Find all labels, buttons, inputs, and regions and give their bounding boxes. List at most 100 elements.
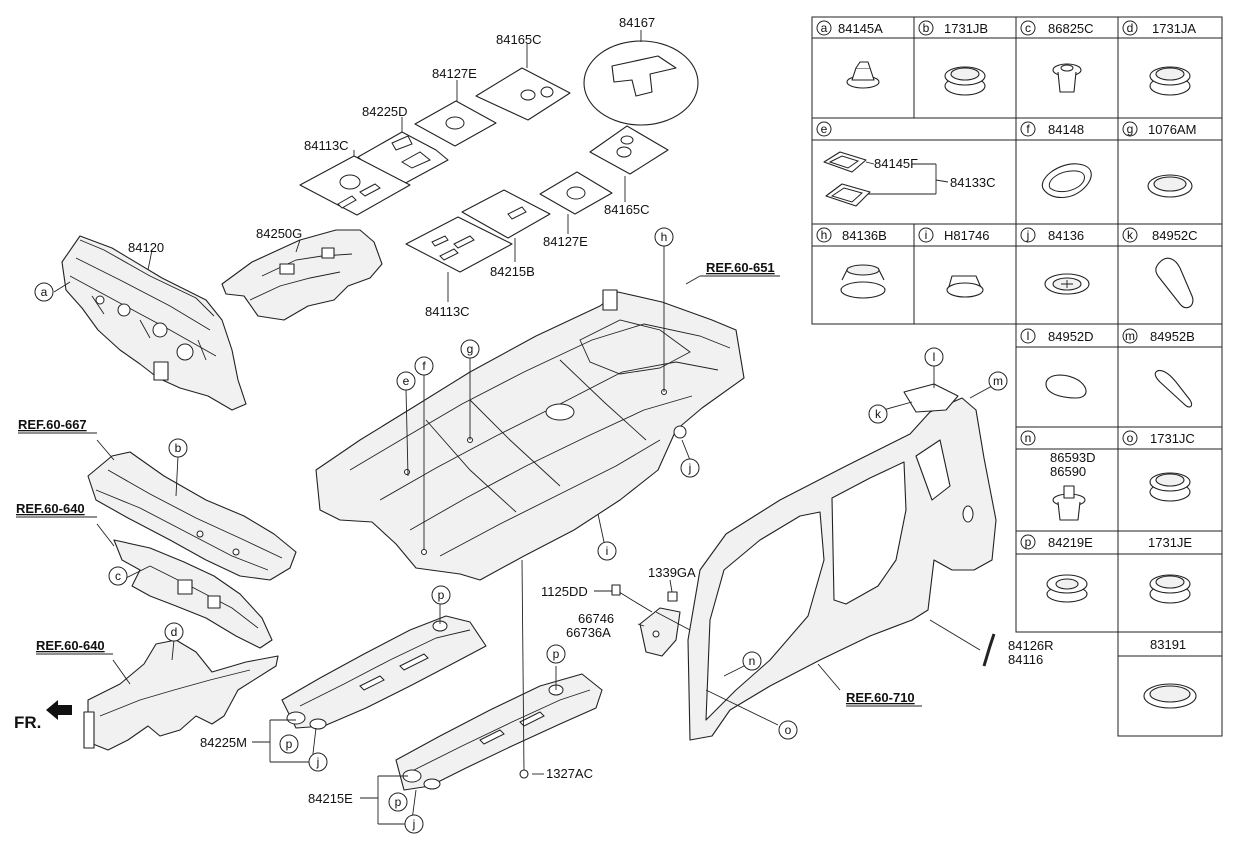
callout-84225m: 84225M (200, 735, 247, 750)
callout-84113c: 84113C (304, 138, 349, 153)
pad-84127e-top (414, 100, 497, 147)
cell-d-part: 1731JA (1152, 21, 1196, 36)
svg-text:m: m (993, 374, 1003, 388)
svg-text:j: j (316, 755, 320, 769)
front-arrow (46, 700, 72, 720)
callout-84127e: 84127E (432, 66, 477, 81)
weatherstrip-84126r (982, 633, 996, 667)
callout-66746: 66746 (578, 611, 614, 626)
svg-text:d: d (1127, 21, 1134, 35)
svg-text:i: i (606, 544, 609, 558)
svg-text:a: a (821, 21, 828, 35)
cell-o-part: 1731JC (1150, 431, 1195, 446)
pad-84215b (461, 189, 551, 239)
cell-e: e (816, 121, 832, 137)
letter-j: j (404, 814, 424, 834)
letter-f: f (414, 356, 434, 376)
svg-text:f: f (1026, 122, 1030, 136)
letter-b: b (168, 438, 188, 458)
callout-84167: 84167 (619, 15, 655, 30)
svg-text:g: g (467, 342, 474, 356)
cell-o: o 1731JC (1122, 430, 1195, 446)
callout-1339ga: 1339GA (648, 565, 696, 580)
bracket-66746 (611, 584, 681, 657)
svg-text:g: g (1127, 122, 1134, 136)
callout-84250g: 84250G (256, 226, 302, 241)
letter-j: j (308, 752, 328, 772)
callout-84165c: 84165C (496, 32, 542, 47)
svg-text:p: p (553, 647, 560, 661)
svg-text:p: p (438, 588, 445, 602)
cell-n-part-1: 86593D (1050, 450, 1096, 465)
letter-o: o (778, 720, 798, 740)
letter-p: p (431, 585, 451, 605)
svg-text:l: l (933, 350, 936, 364)
callout-1125dd: 1125DD (541, 584, 588, 599)
letter-d: d (164, 622, 184, 642)
letter-e: e (396, 371, 416, 391)
grommet-icon (840, 264, 886, 299)
letter-p: p (546, 644, 566, 664)
cell-j-part: 84136 (1048, 228, 1084, 243)
cowl-side-panel (83, 639, 279, 751)
svg-text:j: j (412, 817, 416, 831)
letter-c: c (108, 566, 128, 586)
pad-84113c-top (299, 155, 411, 216)
cowl-panel (87, 451, 297, 581)
letter-m: m (988, 371, 1008, 391)
dash-panel-84120 (61, 235, 247, 411)
side-body-panel (687, 383, 997, 741)
letter-h: h (654, 227, 674, 247)
clip-icon (1052, 485, 1086, 521)
letter-p: p (388, 792, 408, 812)
svg-text:b: b (175, 441, 182, 455)
cap-icon (1143, 683, 1197, 709)
cell-e-part-84145f: 84145F (874, 156, 918, 171)
plug-icon (946, 275, 984, 298)
ref-60-640: REF.60-640 (36, 638, 105, 653)
pad-84167 (583, 40, 699, 126)
cell-h-part: 84136B (842, 228, 887, 243)
grommet-icon (1149, 66, 1191, 96)
svg-text:i: i (925, 228, 928, 242)
grommet-icon (1046, 574, 1088, 603)
svg-text:f: f (422, 359, 426, 373)
svg-text:c: c (1025, 21, 1031, 35)
svg-text:p: p (286, 737, 293, 751)
svg-text:l: l (1027, 329, 1030, 343)
svg-text:o: o (785, 723, 792, 737)
ref-60-651: REF.60-651 (706, 260, 775, 275)
cell-1731je-part: 1731JE (1148, 535, 1192, 550)
cell-g-part: 1076AM (1148, 122, 1196, 137)
pad-84127e-bot (539, 171, 613, 215)
callout-84225d: 84225D (362, 104, 408, 119)
callout-84215b: 84215B (490, 264, 535, 279)
cell-l-part: 84952D (1048, 329, 1094, 344)
pad-leaders (353, 30, 642, 302)
letter-n: n (742, 651, 762, 671)
pad-icon (823, 151, 871, 207)
callout-84165c: 84165C (604, 202, 650, 217)
callout-84116: 84116 (1008, 652, 1043, 667)
pad-icon (1045, 374, 1087, 399)
svg-text:e: e (821, 122, 828, 136)
insulator-84250g (221, 229, 383, 321)
grommet-icon (1149, 574, 1191, 604)
floor-panel (315, 289, 745, 581)
svg-text:k: k (1127, 228, 1134, 242)
svg-text:o: o (1127, 431, 1134, 445)
letter-a: a (34, 282, 54, 302)
ref-60-667: REF.60-667 (18, 417, 87, 432)
svg-text:n: n (1025, 431, 1032, 445)
letter-p: p (279, 734, 299, 754)
callout-1327ac: 1327AC (546, 766, 593, 781)
pad-84113c-bot (405, 216, 513, 273)
